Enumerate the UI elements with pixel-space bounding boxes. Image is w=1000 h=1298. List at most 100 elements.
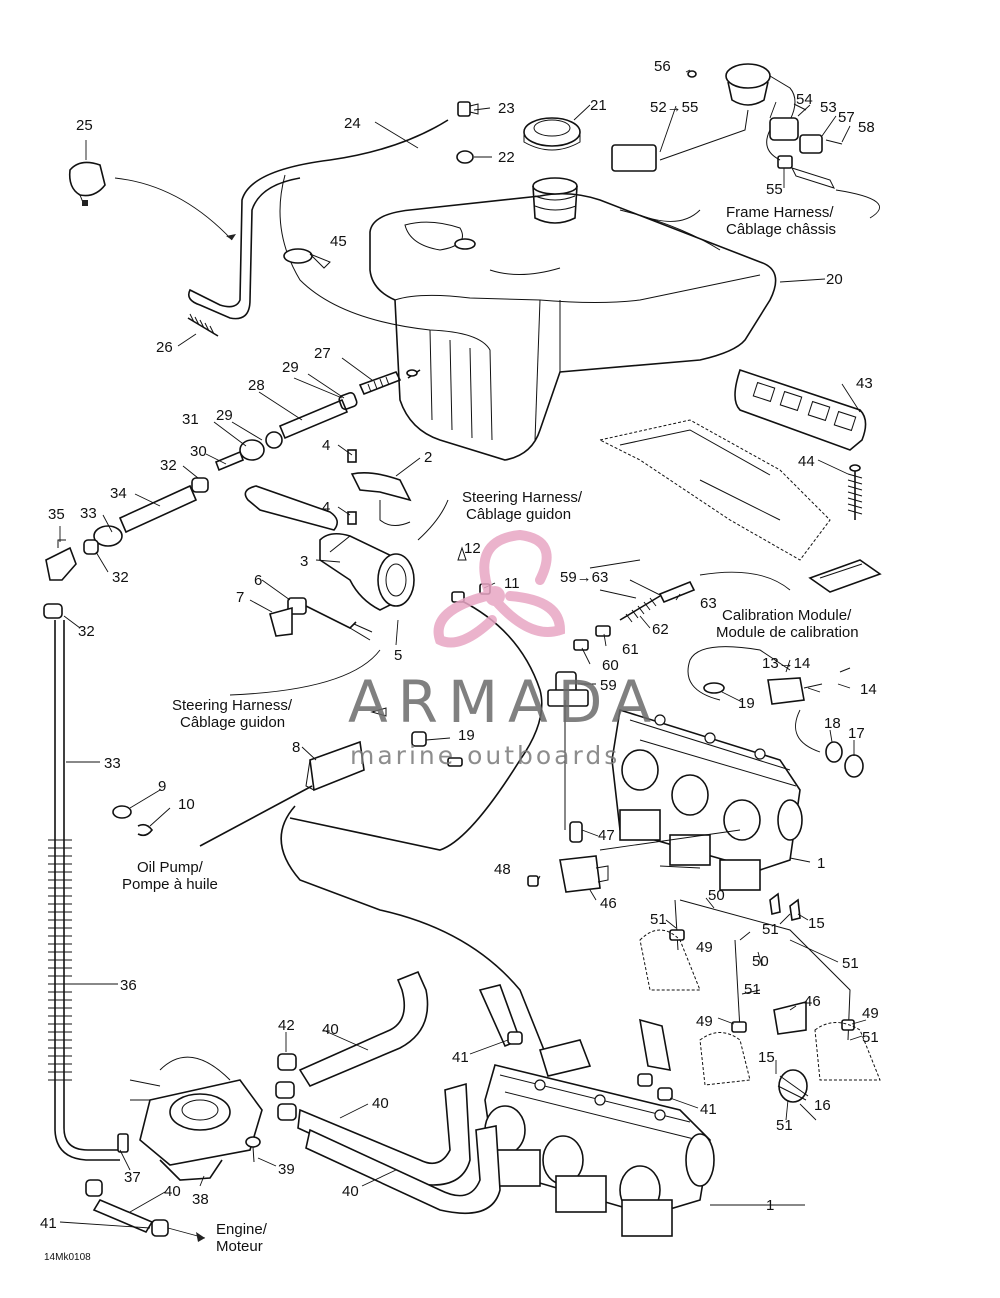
part-20: 20 bbox=[826, 271, 843, 288]
throttle-cable bbox=[280, 599, 549, 1061]
part-63: 63 bbox=[700, 595, 717, 612]
part-4-a: 4 bbox=[322, 437, 330, 454]
part-29-a: 29 bbox=[282, 359, 299, 376]
part-16: 16 bbox=[814, 1097, 831, 1114]
part-33-b: 33 bbox=[104, 755, 121, 772]
part-40-a: 40 bbox=[322, 1021, 339, 1038]
hose-clamp-45 bbox=[283, 248, 331, 269]
part-38: 38 bbox=[192, 1191, 209, 1208]
steering-harness-top-fr: Câblage guidon bbox=[466, 506, 571, 523]
fuel-cap bbox=[523, 117, 581, 151]
part-10: 10 bbox=[178, 796, 195, 813]
part-54: 54 bbox=[796, 91, 813, 108]
part-42: 42 bbox=[278, 1017, 295, 1034]
fuel-hoses bbox=[297, 970, 671, 1214]
part-51-a: 51 bbox=[650, 911, 667, 928]
cable-clip-19 bbox=[411, 731, 427, 747]
part-19-b: 19 bbox=[458, 727, 475, 744]
part-43: 43 bbox=[856, 375, 873, 392]
engine-label-fr: Moteur bbox=[216, 1238, 263, 1255]
grommet bbox=[456, 150, 474, 164]
part-8: 8 bbox=[292, 739, 300, 756]
part-12: 12 bbox=[464, 540, 481, 557]
part-49-a: 49 bbox=[696, 939, 713, 956]
part-41-a: 41 bbox=[452, 1049, 469, 1066]
intake-gasket bbox=[734, 368, 867, 451]
part-44: 44 bbox=[798, 453, 815, 470]
part-19-a: 19 bbox=[738, 695, 755, 712]
calibration-arrow bbox=[699, 571, 791, 591]
part-34: 34 bbox=[110, 485, 127, 502]
part-46-a: 46 bbox=[600, 895, 617, 912]
fuel-distribution-block bbox=[527, 700, 609, 893]
frame-harness-lead bbox=[835, 189, 880, 219]
part-3: 3 bbox=[300, 553, 308, 570]
part-62: 62 bbox=[652, 621, 669, 638]
primer-harness bbox=[687, 646, 864, 778]
part-53: 53 bbox=[820, 99, 837, 116]
part-25: 25 bbox=[76, 117, 93, 134]
part-15-b: 15 bbox=[758, 1049, 775, 1066]
part-33-a: 33 bbox=[80, 505, 97, 522]
vent-hose bbox=[187, 119, 449, 320]
clip-arrow-head bbox=[226, 234, 236, 240]
washer-9 bbox=[112, 805, 132, 819]
part-number-labels: 1 1 2 3 4 4 5 6 7 8 9 10 11 12 13→14 14 … bbox=[40, 58, 879, 1232]
part-13-14: 13→14 bbox=[762, 655, 810, 672]
part-51-c: 51 bbox=[842, 955, 859, 972]
part-30: 30 bbox=[190, 443, 207, 460]
fuel-pickup-assembly bbox=[43, 369, 421, 619]
part-49-c: 49 bbox=[862, 1005, 879, 1022]
calibration-module bbox=[808, 559, 882, 593]
frame-harness-label-fr: Câblage châssis bbox=[726, 221, 836, 238]
part-6: 6 bbox=[254, 572, 262, 589]
screws-center bbox=[370, 707, 463, 767]
fuel-tank bbox=[369, 192, 777, 461]
tank-vent-loop bbox=[279, 174, 493, 441]
fuel-sender bbox=[611, 63, 796, 172]
part-37: 37 bbox=[124, 1169, 141, 1186]
part-55: 55 bbox=[766, 181, 783, 198]
frame-harness-lead-2 bbox=[639, 209, 701, 222]
part-17: 17 bbox=[848, 725, 865, 742]
tps-sensor bbox=[547, 671, 589, 707]
part-28: 28 bbox=[248, 377, 265, 394]
engine-arrow-head bbox=[196, 1232, 205, 1242]
steering-harness-left-en: Steering Harness/ bbox=[172, 697, 293, 714]
part-45: 45 bbox=[330, 233, 347, 250]
part-59: 59 bbox=[600, 677, 617, 694]
steering-harness-left-fr: Câblage guidon bbox=[180, 714, 285, 731]
lower-carburetors bbox=[484, 1039, 715, 1237]
part-24: 24 bbox=[344, 115, 361, 132]
upper-carburetors bbox=[611, 708, 803, 891]
engine-line bbox=[85, 1179, 169, 1237]
part-32-a: 32 bbox=[160, 457, 177, 474]
part-4-b: 4 bbox=[322, 499, 330, 516]
spring-44 bbox=[847, 464, 863, 520]
part-40-c: 40 bbox=[342, 1183, 359, 1200]
watermark-tagline: marine outboards bbox=[350, 741, 620, 770]
watermark-brand: ARMADA bbox=[348, 668, 661, 736]
part-22: 22 bbox=[498, 149, 515, 166]
part-23: 23 bbox=[498, 100, 515, 117]
part-18: 18 bbox=[824, 715, 841, 732]
part-51-f: 51 bbox=[776, 1117, 793, 1134]
support-bracket bbox=[598, 419, 831, 561]
clip-arrow bbox=[114, 177, 233, 241]
part-60: 60 bbox=[602, 657, 619, 674]
carb-upper-lead bbox=[599, 829, 741, 851]
frame-harness-label-en: Frame Harness/ bbox=[726, 204, 834, 221]
part-35: 35 bbox=[48, 506, 65, 523]
oil-pump-label-en: Oil Pump/ bbox=[137, 859, 204, 876]
part-52-55: 52→55 bbox=[650, 99, 698, 116]
steering-harness-left-arrow bbox=[229, 649, 381, 696]
part-46-b: 46 bbox=[804, 993, 821, 1010]
part-40-b: 40 bbox=[372, 1095, 389, 1112]
spring-26-coils bbox=[189, 313, 215, 335]
part-39: 39 bbox=[278, 1161, 295, 1178]
engine-label-en: Engine/ bbox=[216, 1221, 268, 1238]
part-51-b: 51 bbox=[762, 921, 779, 938]
tps-sensor-kit bbox=[573, 559, 696, 651]
part-9: 9 bbox=[158, 778, 166, 795]
tank-grommet-seat bbox=[454, 238, 476, 250]
